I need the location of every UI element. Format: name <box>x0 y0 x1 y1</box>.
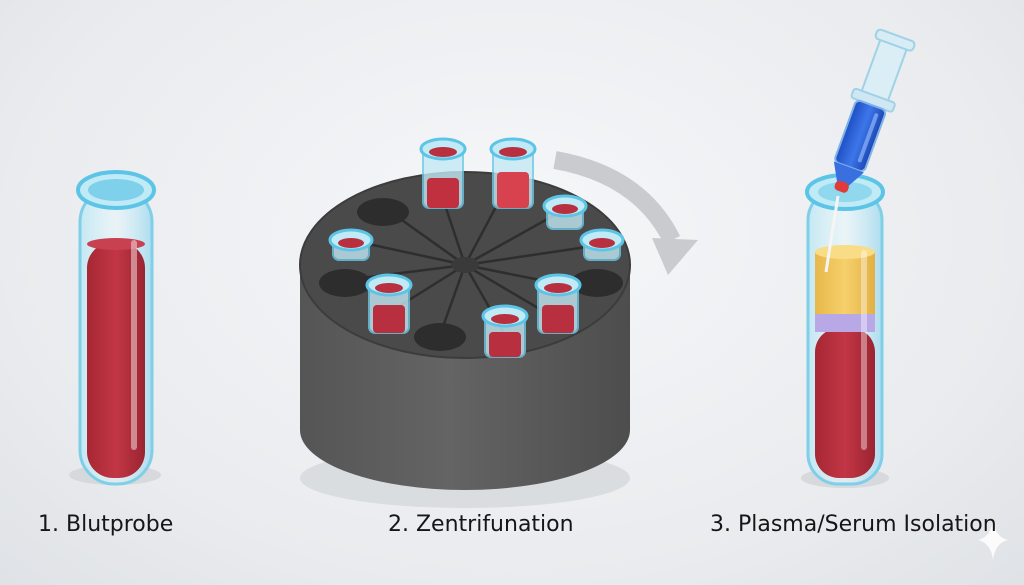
centrifuge-tube <box>489 137 537 209</box>
centrifuge <box>299 137 631 508</box>
step-2-label: 2. Zentrifunation <box>388 512 574 537</box>
sparkle-icon <box>978 520 1008 560</box>
curved-arrow-icon <box>553 151 698 275</box>
step-3-label: 3. Plasma/Serum Isolation <box>710 512 997 537</box>
centrifuge-tube <box>542 194 588 230</box>
centrifuge-tube <box>419 137 467 209</box>
centrifuge-tube <box>328 228 374 261</box>
centrifuge-tube <box>481 304 529 358</box>
separated-sample-tube <box>801 173 889 488</box>
syringe <box>824 28 916 273</box>
centrifuge-tube <box>365 273 413 334</box>
empty-slots <box>319 198 623 351</box>
centrifuge-tube <box>579 228 625 261</box>
step-1-label: 1. Blutprobe <box>38 512 174 537</box>
centrifuge-tube <box>534 273 582 334</box>
blood-sample-tube <box>69 170 161 486</box>
